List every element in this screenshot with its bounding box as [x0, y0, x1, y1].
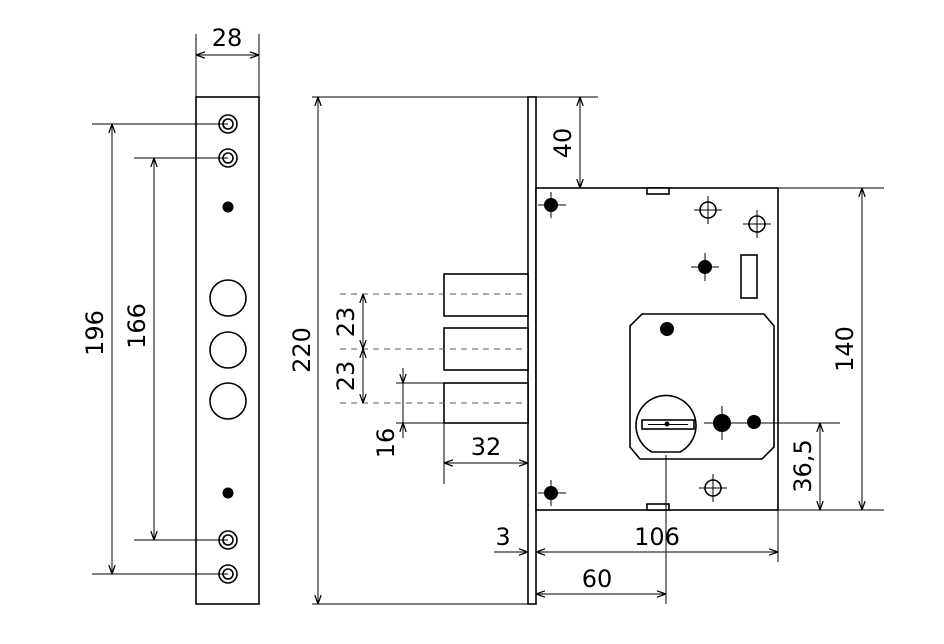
dim-bolt-height: 16 — [372, 368, 444, 458]
plate-dot — [660, 322, 674, 336]
dim-label-40: 40 — [549, 128, 577, 159]
dim-faceplate-width: 28 — [195, 24, 260, 97]
pin-dot-bottom — [222, 487, 234, 499]
bolt-opening-2 — [209, 331, 247, 369]
dim-cylinder-height: 36,5 — [742, 422, 840, 510]
dim-label-220: 220 — [288, 327, 316, 373]
dim-label-32: 32 — [471, 433, 502, 461]
faceplate-edge — [527, 96, 537, 605]
screw-crosshair-2 — [743, 210, 771, 238]
lock-side-view — [340, 96, 779, 605]
dim-label-106: 106 — [634, 523, 680, 551]
screw-crosshair-1 — [694, 196, 722, 224]
dim-outer-hole-spacing: 196 — [81, 123, 228, 575]
screw-crosshair-3 — [699, 474, 727, 502]
screw-hole-bottom-2 — [218, 564, 238, 584]
case-slot-top — [646, 187, 670, 195]
dim-label-3: 3 — [495, 523, 510, 551]
dim-label-166: 166 — [123, 303, 151, 349]
bolt-1 — [443, 273, 529, 317]
dim-label-60: 60 — [582, 565, 613, 593]
pin-dot-top — [222, 201, 234, 213]
dim-case-top-offset: 40 — [536, 96, 598, 188]
dim-inner-hole-spacing: 166 — [123, 157, 228, 541]
case-slot-bottom — [646, 503, 670, 511]
lever-slot — [740, 254, 758, 299]
dim-case-height: 140 — [778, 187, 884, 511]
dim-bolt-spacing: 23 23 — [332, 294, 363, 403]
bolt-3 — [443, 382, 529, 424]
dim-label-140: 140 — [831, 326, 859, 372]
faceplate-front-view — [195, 96, 260, 605]
rivet-bottom-left — [538, 480, 566, 506]
rivet-top-left — [538, 192, 566, 218]
dim-label-16: 16 — [372, 428, 400, 459]
dim-faceplate-thickness: 3 — [494, 523, 528, 552]
rivet-middle — [691, 253, 719, 281]
bolt-opening-1 — [209, 279, 247, 317]
dim-bolt-throw: 32 — [443, 423, 528, 484]
dim-label-36-5: 36,5 — [789, 439, 817, 492]
dim-label-196: 196 — [81, 310, 109, 356]
dim-label-28: 28 — [212, 24, 243, 52]
dim-case-depth: 106 — [536, 510, 779, 562]
dim-label-23-upper: 23 — [332, 307, 360, 338]
bolt-opening-3 — [209, 382, 247, 420]
dim-backset: 60 — [536, 455, 667, 604]
dim-label-23-lower: 23 — [332, 361, 360, 392]
dim-faceplate-height: 220 — [288, 96, 528, 605]
cylinder-profile — [635, 394, 697, 453]
spindle-center — [704, 406, 761, 440]
